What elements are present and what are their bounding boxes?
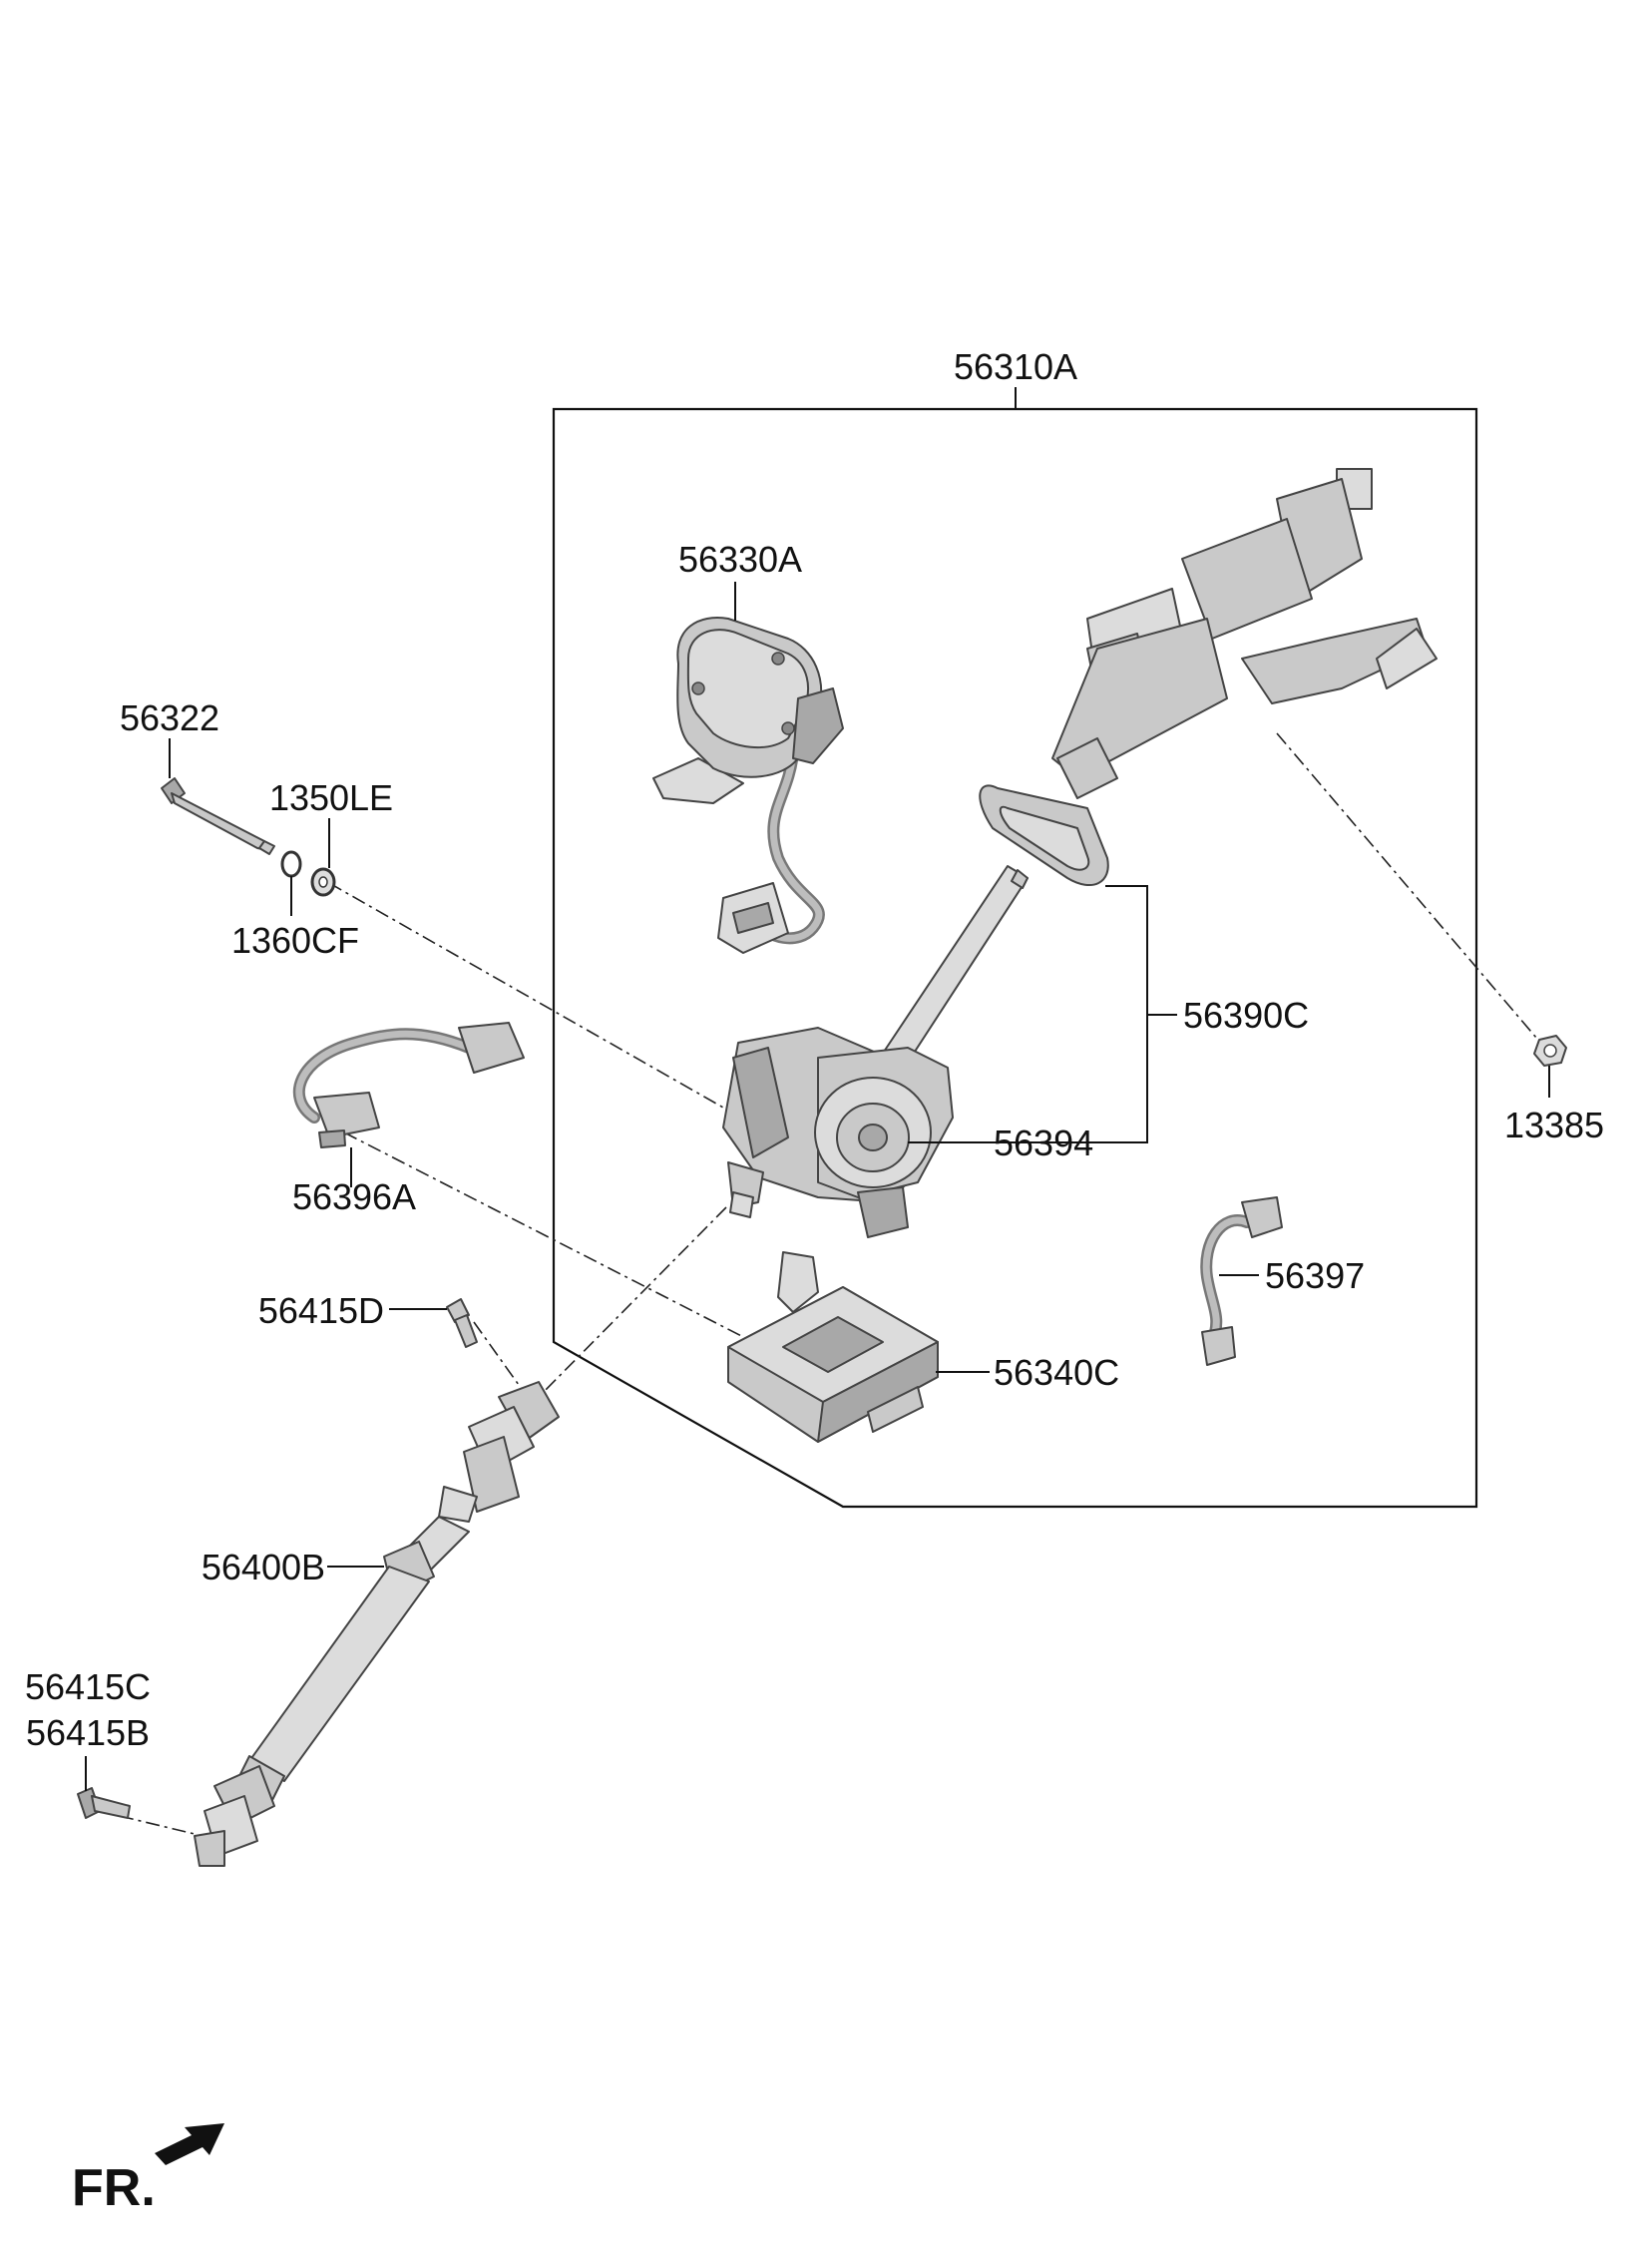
callout-labels: 56310A 56330A 56322 1350LE 1360CF 56390C… — [25, 346, 1604, 1753]
harness-56396A — [292, 1022, 525, 1148]
nut-13385 — [1533, 1035, 1567, 1067]
label-56415D: 56415D — [258, 1290, 384, 1331]
label-56415C: 56415C — [25, 1666, 151, 1707]
label-56397: 56397 — [1265, 1255, 1365, 1296]
label-56330A: 56330A — [678, 539, 802, 580]
ecu-56340C — [727, 1251, 939, 1443]
label-56415B: 56415B — [26, 1712, 150, 1753]
front-arrow-icon — [155, 2123, 224, 2165]
upper-column-56390C — [979, 468, 1438, 887]
steering-shaft — [875, 865, 1029, 1079]
leader-lines — [85, 582, 1550, 1791]
eps-housing-56394 — [722, 1027, 954, 1238]
label-56310A: 56310A — [954, 346, 1077, 387]
bolt-56415C-56415B — [77, 1787, 131, 1819]
label-56322: 56322 — [120, 697, 219, 738]
label-56400B: 56400B — [202, 1547, 325, 1587]
washer-1350LE — [310, 867, 336, 897]
label-13385: 13385 — [1504, 1105, 1604, 1145]
assembly-boundary-56310A — [552, 407, 1478, 1509]
bolt-56322 — [161, 777, 275, 855]
label-1350LE: 1350LE — [269, 777, 393, 818]
label-56390C: 56390C — [1183, 995, 1309, 1036]
motor-56330A — [652, 617, 844, 954]
label-56396A: 56396A — [292, 1176, 416, 1217]
label-1360CF: 1360CF — [231, 920, 359, 961]
label-56394: 56394 — [994, 1123, 1093, 1163]
washer-1360CF — [280, 850, 302, 878]
harness-56397 — [1200, 1196, 1283, 1366]
front-label: FR. — [72, 2159, 156, 2217]
front-orientation-marker: FR. — [72, 2123, 224, 2217]
label-56340C: 56340C — [994, 1352, 1119, 1393]
intermediate-shaft-56400B — [194, 1381, 560, 1867]
bolt-56415D — [446, 1298, 478, 1348]
connection-lines — [119, 732, 1537, 1835]
